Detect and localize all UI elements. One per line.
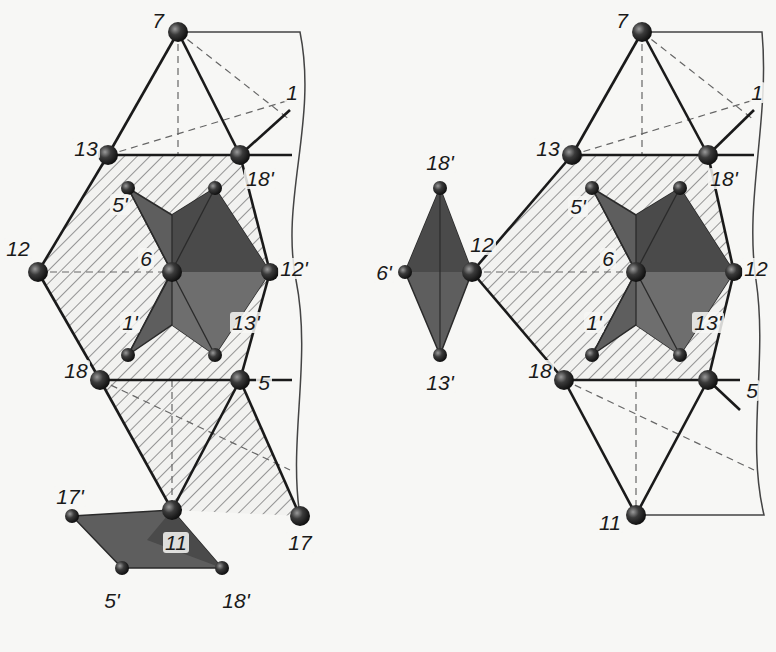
atom-label: 18 [62,360,89,381]
atom-label: 1' [120,312,140,333]
atom-label: 13' [230,312,261,333]
atom-label: 5' [110,194,130,215]
atom-label: 6 [600,248,616,269]
atom-label: 18 [526,360,553,381]
middle-polyhedron [398,181,472,362]
atom-label: 5 [744,380,760,401]
atom-label: 12' [278,258,309,279]
atom-label: 18' [244,168,275,189]
atom-label: 7 [614,10,630,31]
atom-label: 18' [220,590,251,611]
atom-label: 5 [256,372,272,393]
atom-label: 18' [708,168,739,189]
atom-label: 18' [424,152,455,173]
atom-label: 6 [138,248,154,269]
atom-label: 5' [568,196,588,217]
atom-label: 13' [692,312,723,333]
atom-label: 5' [102,590,122,611]
atom-label: 12 [4,238,31,259]
atom-label: 1 [749,82,765,103]
atom-label: 13 [534,138,561,159]
atom-label: 17' [54,486,85,507]
atom-label: 12 [468,234,495,255]
atom-label: 13 [72,138,99,159]
left-polyhedra [28,22,310,575]
atom-label: 13' [424,372,455,393]
atom-label: 11 [597,512,623,533]
atom-label: 12 [742,258,769,279]
atom-label: 6' [374,262,394,283]
atom-label: 1' [584,312,604,333]
atom-label: 17 [286,532,313,553]
atom-label: 7 [150,10,166,31]
atom-label: 1 [284,82,300,103]
atom-label: 11 [163,532,189,553]
right-polyhedra [462,22,764,525]
